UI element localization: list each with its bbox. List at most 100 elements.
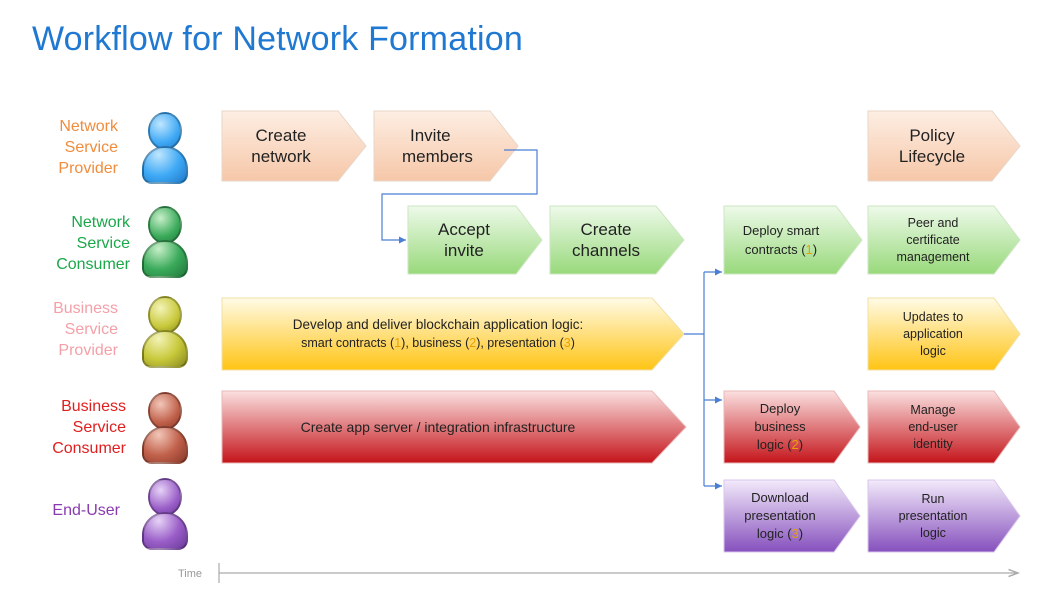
chevron-accept-invite [407,205,543,275]
step-line: Create [255,126,307,145]
step-line: presentation [898,508,968,523]
role-line: Provider [58,342,118,359]
step-invite-members: Invite members [378,111,478,181]
step-create-app-server: Create app server / integration infrastr… [228,391,648,463]
step-line: certificate [906,232,960,247]
step-line: end-user [908,419,958,434]
person-icon [142,296,188,368]
person-icon [142,392,188,464]
chevron-download-presentation [723,479,861,553]
chevron-create-network [221,110,367,182]
step-line-numbered: logic (3) [744,525,816,543]
step-line: Create [580,220,632,239]
step-create-network: Create network [226,111,336,181]
step-line-numbered: contracts (1) [743,240,820,259]
chevron-deploy-smart-contracts [723,205,863,275]
role-line: Service [76,235,130,252]
chevron-run-presentation [867,479,1021,553]
step-manage-identity: Manage end-user identity [872,391,994,463]
step-line: Run [921,491,945,506]
text-fragment: ) [812,242,818,257]
chevron-create-app-server [221,390,687,464]
step-line: Lifecycle [898,147,966,166]
step-run-presentation: Run presentation logic [872,480,994,552]
role-line: Business [53,300,118,317]
step-line: Deploy [759,401,801,416]
step-number: 2 [469,336,477,350]
person-icon [142,478,188,550]
step-line: Updates to [902,309,964,324]
chevron-updates-app [867,297,1021,371]
role-line: Provider [58,160,118,177]
step-number: 3 [563,336,571,350]
role-line: Service [64,139,118,156]
chevron-manage-identity [867,390,1021,464]
step-line: members [402,147,473,166]
person-icon [142,206,188,278]
chevron-invite-members [373,110,519,182]
step-line: management [896,249,970,264]
chevron-deploy-business [723,390,861,464]
step-line: application [903,326,963,341]
text-fragment: ) [798,526,804,541]
connector-invite-accept [381,149,538,244]
step-download-presentation: Download presentation logic (3) [728,480,832,552]
step-line: Manage [910,402,956,417]
role-line: Service [72,419,126,436]
step-line: Policy [909,126,955,145]
chevron-peer-cert [867,205,1021,275]
step-line: business [754,419,806,434]
role-line: Network [59,118,118,135]
text-fragment: ), business ( [401,336,470,350]
page-title: Workflow for Network Formation [32,20,523,58]
step-line: network [251,147,311,166]
step-develop-deliver: Develop and deliver blockchain applicati… [228,298,648,370]
step-line: Peer and [907,215,959,230]
chevron-policy-lifecycle [867,110,1021,182]
step-line: identity [913,436,953,451]
step-line: Deploy smart [742,223,820,238]
step-create-channels: Create channels [554,206,658,274]
text-fragment: logic ( [756,437,792,452]
step-number: 1 [805,242,813,257]
step-line: logic [920,525,946,540]
step-number: 2 [791,437,799,452]
step-deploy-smart-contracts: Deploy smart contracts (1) [726,206,836,274]
text-fragment: ), presentation ( [476,336,564,350]
text-fragment: smart contracts ( [301,336,395,350]
text-fragment: contracts ( [744,242,806,257]
text-fragment: ) [798,437,804,452]
step-line: Accept [438,220,490,239]
step-line-numbered: smart contracts (1), business (2), prese… [293,334,583,353]
step-line: Develop and deliver blockchain applicati… [292,317,584,332]
text-fragment: logic ( [756,526,792,541]
role-line: Network [71,214,130,231]
step-peer-cert: Peer and certificate management [872,206,994,274]
person-icon [142,112,188,184]
role-line: Service [64,321,118,338]
step-line-numbered: logic (2) [754,436,805,454]
step-deploy-business: Deploy business logic (2) [728,391,832,463]
step-line: Invite [410,126,451,145]
role-business-service-provider: Business Service Provider [8,298,118,361]
role-business-service-consumer: Business Service Consumer [16,396,126,459]
step-line: presentation [744,508,816,523]
step-line: Download [751,490,809,505]
role-network-service-provider: Network Service Provider [8,116,118,179]
step-line: channels [571,241,641,260]
role-line: Business [61,398,126,415]
step-number: 3 [791,526,799,541]
chevron-develop-deliver [221,297,685,371]
role-network-service-consumer: Network Service Consumer [20,212,130,275]
role-line: Consumer [52,440,126,457]
step-number: 1 [394,336,402,350]
step-accept-invite: Accept invite [412,206,516,274]
step-line: invite [444,241,484,260]
role-line: End-User [52,502,120,519]
role-line: Consumer [56,256,130,273]
role-end-user: End-User [10,500,120,521]
text-fragment: ) [570,336,575,350]
